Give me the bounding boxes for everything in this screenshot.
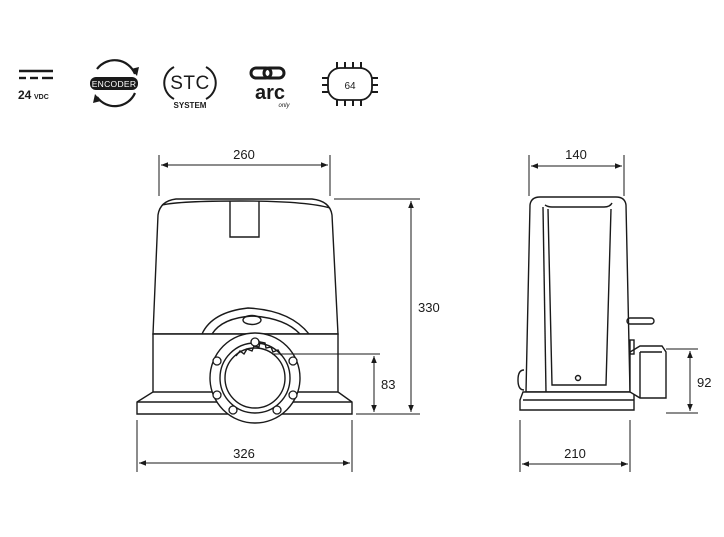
front-height-label: 330	[418, 300, 440, 315]
side-height-right-dimension	[666, 348, 698, 414]
front-view-bolts	[212, 337, 298, 415]
front-view-body	[136, 198, 353, 424]
front-base-width-dimension	[136, 420, 353, 472]
chip-icon	[322, 62, 378, 106]
side-height-right-label: 92	[697, 375, 711, 390]
stc-sublabel: SYSTEM	[174, 101, 207, 110]
arc-label: arc	[255, 82, 285, 104]
pinion-height-label: 83	[381, 377, 395, 392]
stc-label: STC	[170, 73, 210, 94]
pinion-height-dimension	[272, 353, 380, 412]
stc-system-icon	[163, 66, 217, 100]
voltage-unit: VDC	[34, 94, 49, 101]
front-height-dimension	[334, 198, 420, 415]
side-view-body	[517, 196, 667, 411]
dc-voltage-icon	[19, 69, 53, 80]
front-base-width-label: 326	[233, 446, 255, 461]
side-base-width-label: 210	[564, 446, 586, 461]
arc-link-icon	[249, 66, 286, 80]
side-width-top-label: 140	[565, 147, 587, 162]
voltage-value: 24	[18, 88, 32, 102]
front-width-top-label: 260	[233, 147, 255, 162]
side-base-width-dimension	[519, 420, 631, 472]
side-width-top-dimension	[528, 155, 625, 196]
encoder-label: ENCODER	[92, 79, 137, 89]
arc-sublabel: only	[278, 103, 290, 109]
front-width-top-dimension	[158, 155, 331, 196]
encoder-icon	[90, 59, 139, 108]
chip-label: 64	[344, 81, 356, 92]
